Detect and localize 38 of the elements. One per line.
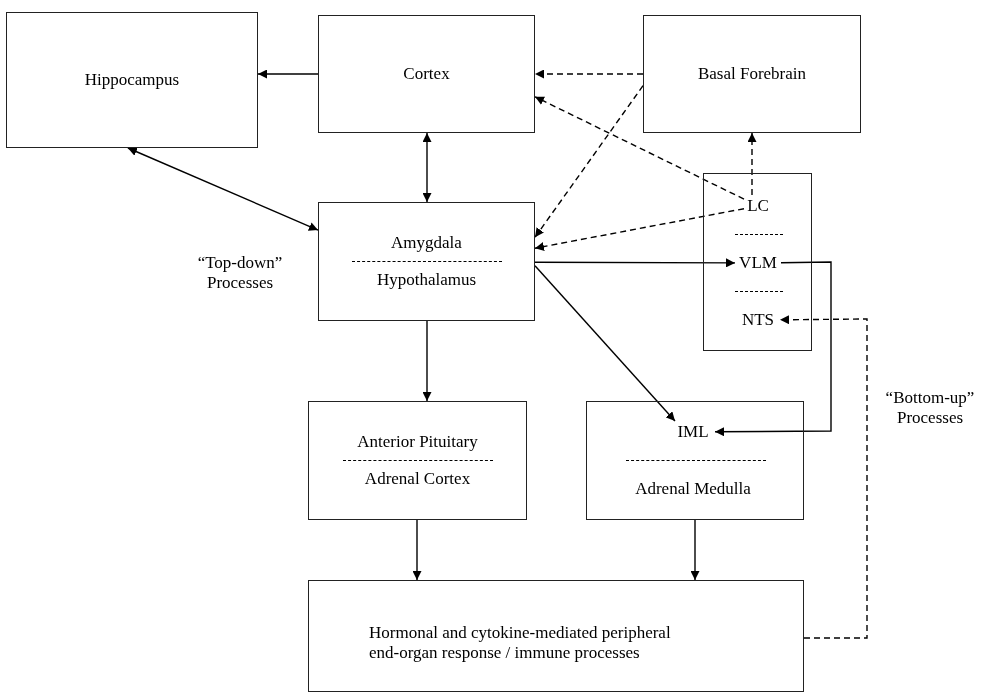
region-label: NTS [736, 309, 780, 331]
dashed-arrow [534, 69, 644, 79]
arrow [127, 147, 319, 231]
arrow [534, 258, 736, 268]
region-label: IML [671, 421, 715, 443]
dashed-arrow [747, 132, 757, 196]
dashed-arrow [534, 208, 745, 251]
region-label: Basal Forebrain [697, 63, 807, 85]
region-label: Hormonal and cytokine-mediated peripheral end-organ response / immune processes [369, 623, 672, 664]
arrow [422, 132, 432, 203]
region-box [318, 15, 535, 133]
arrow [412, 519, 422, 581]
region-label: LC [744, 195, 772, 217]
box-outline [586, 401, 804, 520]
region-label: Hippocampus [84, 69, 180, 91]
region-label: Amygdala [391, 232, 462, 253]
arrow [690, 519, 700, 581]
region-label: Hypothalamus [376, 270, 477, 291]
arrow [422, 320, 432, 402]
region-label: VLM [735, 252, 781, 274]
process-label: “Top-down” Processes [196, 253, 284, 294]
region-box [308, 401, 527, 520]
arrow [714, 261, 832, 437]
region-label: Adrenal Medulla [623, 478, 763, 500]
region-box [318, 202, 535, 321]
dashed-arrow [534, 85, 644, 238]
arrow [257, 69, 319, 79]
region-label: Anterior Pituitary [357, 431, 478, 452]
region-box [308, 580, 804, 692]
region-label: Adrenal Cortex [364, 469, 471, 490]
arrow [534, 265, 676, 422]
region-box [6, 12, 258, 148]
process-label: “Bottom-up” Processes [884, 388, 976, 429]
region-box [643, 15, 861, 133]
region-label: Cortex [403, 63, 450, 85]
dashed-arrow [534, 96, 745, 200]
dashed-arrow [779, 315, 868, 639]
box-outline [703, 173, 812, 351]
